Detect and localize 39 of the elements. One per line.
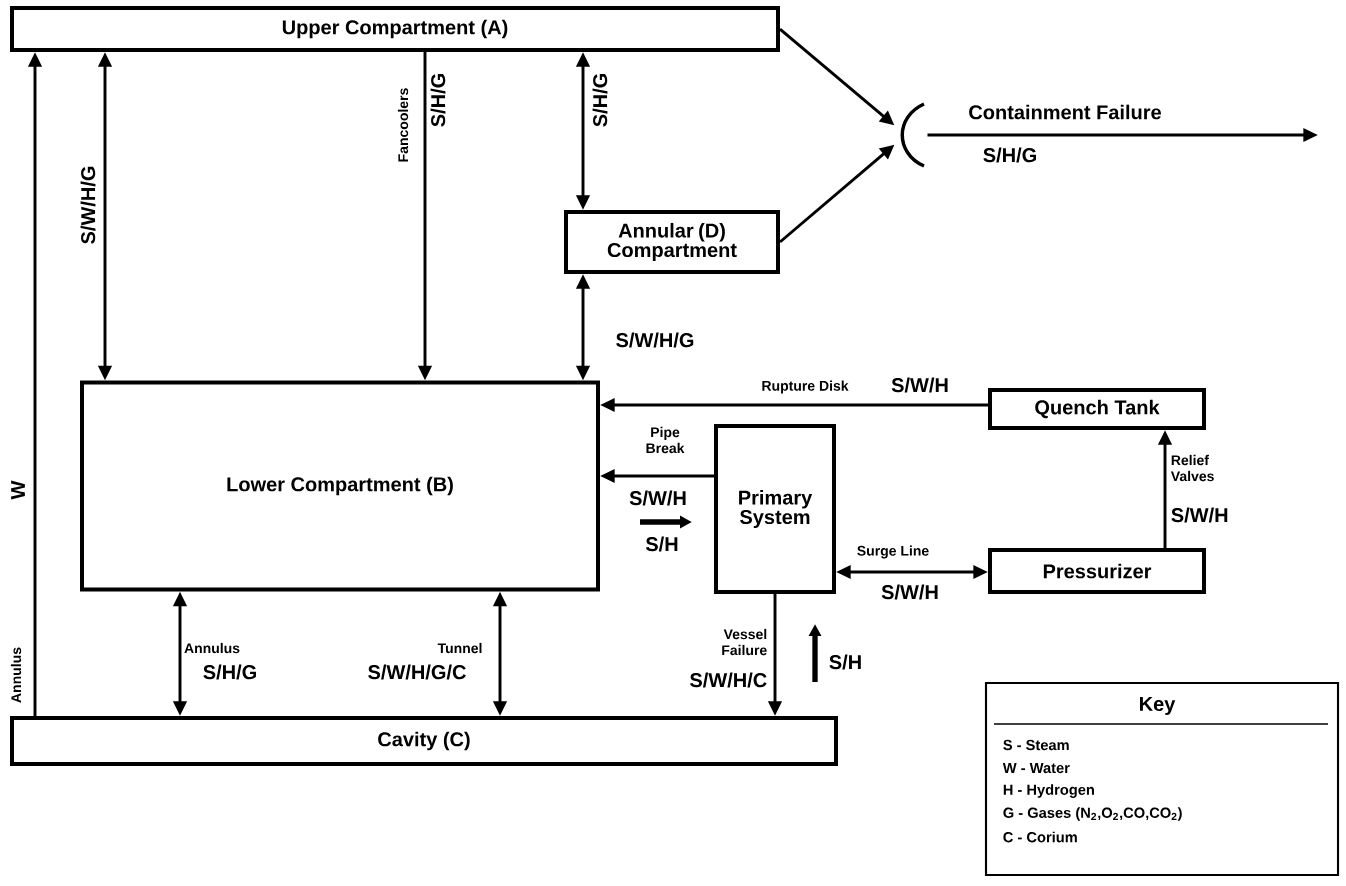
edge-label: S/W/H — [629, 490, 686, 506]
flow-label: Pipe Break — [646, 426, 685, 454]
edge-label: S/W/H/C — [690, 672, 767, 688]
compartment-box: Upper Compartment (A) — [10, 6, 780, 52]
flow-label: Relief Valves — [1170, 454, 1214, 482]
flow-label: Containment Failure — [969, 104, 1161, 120]
edge-label: S/W/H — [891, 377, 948, 393]
edge-label: S/H/G — [592, 74, 608, 127]
legend-entry: S - Steam — [1003, 739, 1069, 751]
process-box: Primary System — [714, 424, 836, 594]
junction-arc — [900, 102, 925, 168]
legend-title: Key — [1140, 697, 1176, 715]
legend-entry: C - Corium — [1003, 831, 1077, 843]
flow-label: Tunnel — [437, 642, 482, 654]
flow-label: S/H — [645, 536, 678, 552]
flow-label: Fancoolers — [397, 88, 409, 162]
process-box: Annular (D) Compartment — [564, 210, 780, 274]
edge-label: S/H/G — [983, 147, 1036, 163]
process-box: Lower Compartment (B) — [80, 380, 600, 592]
process-box: Cavity (C) — [10, 716, 838, 766]
process-box: Quench Tank — [988, 388, 1206, 430]
process-box: Pressurizer — [988, 548, 1206, 594]
flow-label: Rupture Disk — [762, 380, 849, 394]
flow-label: Surge Line — [857, 545, 929, 559]
flow-label: S/H — [829, 654, 861, 670]
flow-label: Annulus — [10, 647, 22, 703]
edge-label: S/W/H/G/C — [368, 664, 466, 680]
edge-label: S/H/G — [430, 74, 446, 127]
legend-entry: W - Water — [1002, 762, 1070, 774]
edge-label: S/W/H/G — [616, 332, 694, 348]
flow-label: Vessel Failure — [722, 628, 767, 656]
edge-label: S/W/H/G — [80, 166, 96, 244]
legend-entry: H - Hydrogen — [1003, 784, 1094, 798]
edge-label: S/H/G — [203, 664, 256, 680]
edge-label: S/W/H — [1171, 507, 1228, 523]
flow-label: Annulus — [184, 642, 240, 654]
edge-label: S/W/H — [881, 584, 938, 600]
edge-label: W — [11, 480, 25, 500]
legend-entry: G - Gases (N$_{2}$,O$_{2}$,CO,CO$_{2}$) — [1003, 807, 1182, 821]
